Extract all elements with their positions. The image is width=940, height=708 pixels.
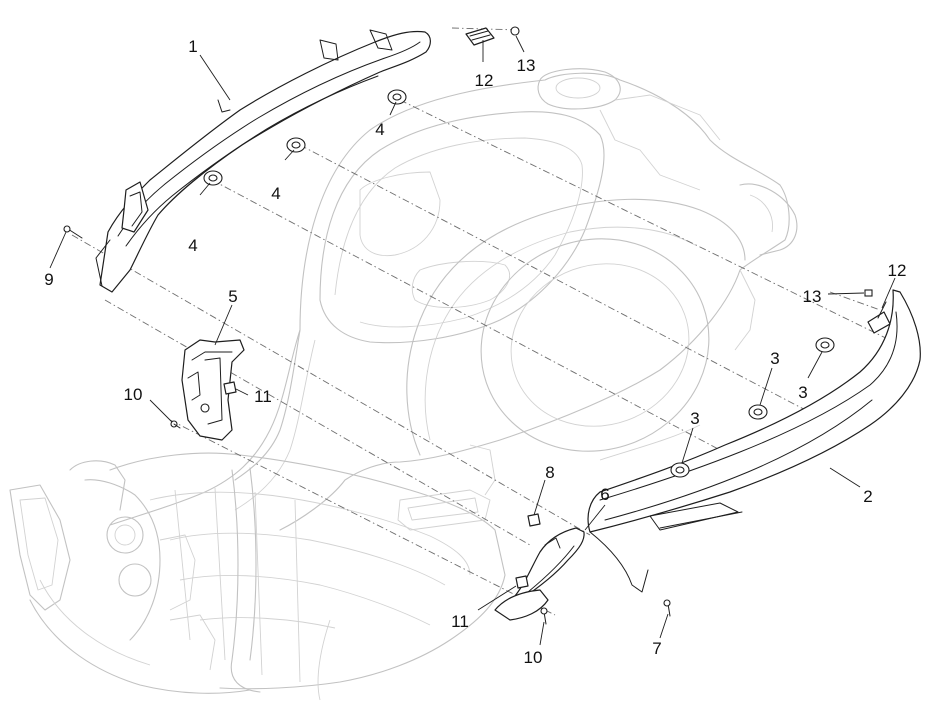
part-5-bracket xyxy=(181,339,245,441)
part-1-cowl-trim xyxy=(95,29,431,293)
callout-10: 10 xyxy=(124,385,143,404)
callout-11: 11 xyxy=(451,612,469,631)
grommets xyxy=(203,89,835,478)
callout-9: 9 xyxy=(44,270,53,289)
fasteners xyxy=(63,26,891,625)
callout-4: 4 xyxy=(271,184,280,203)
callout-2: 2 xyxy=(863,487,872,506)
callout-1: 1 xyxy=(188,37,197,56)
callout-12: 12 xyxy=(475,71,494,90)
callout-3: 3 xyxy=(690,409,699,428)
callout-4: 4 xyxy=(188,236,197,255)
callout-7: 7 xyxy=(652,639,661,658)
callout-13: 13 xyxy=(517,56,536,75)
callout-10: 10 xyxy=(524,648,543,667)
scooter-frame xyxy=(9,68,798,701)
callout-11: 11 xyxy=(254,387,272,406)
callout-labels: 1 2 3 3 3 4 4 4 5 6 7 8 9 10 10 11 11 12… xyxy=(44,37,906,667)
callout-12: 12 xyxy=(888,261,907,280)
callout-6: 6 xyxy=(600,485,609,504)
callout-13: 13 xyxy=(803,287,822,306)
callout-3: 3 xyxy=(770,349,779,368)
leader-lines xyxy=(49,35,896,646)
part-6-cover xyxy=(494,527,585,621)
callout-8: 8 xyxy=(545,463,554,482)
callout-5: 5 xyxy=(228,287,237,306)
callout-3: 3 xyxy=(798,383,807,402)
callout-4: 4 xyxy=(375,120,384,139)
